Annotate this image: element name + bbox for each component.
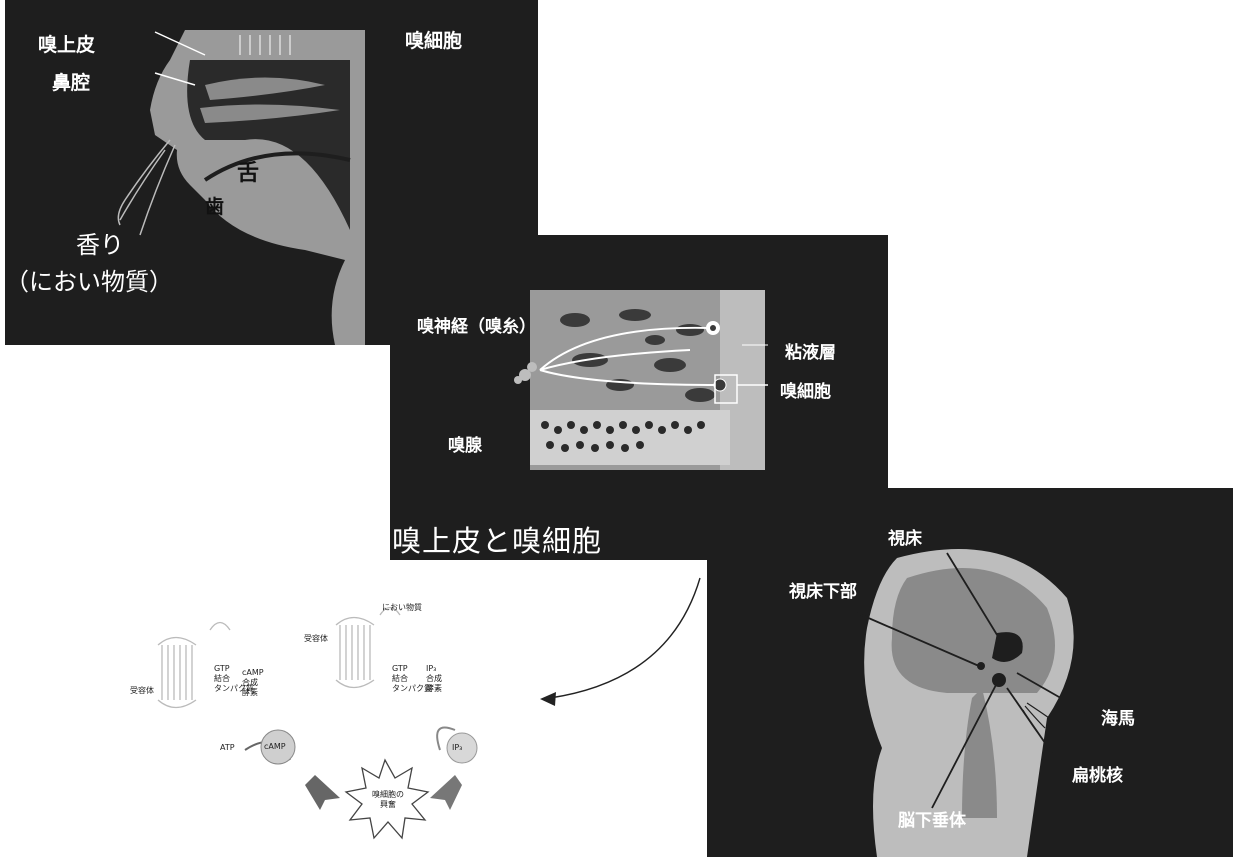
label-olfactory-cell-2: 嗅細胞 <box>780 382 831 402</box>
epithelium-illustration <box>514 290 768 470</box>
label-signal-camp: cAMP <box>264 742 286 751</box>
label-olfactory-nerve: 嗅神経（嗅糸） <box>417 317 536 337</box>
brain-panel: 視床 視床下部 海馬 扁桃核 脳下垂体 <box>707 488 1233 857</box>
nasal-cavity-panel: 嗅上皮 鼻腔 嗅細胞 舌 歯 香り （におい物質） <box>5 0 538 345</box>
label-thalamus: 視床 <box>888 529 922 549</box>
label-olfactory-cell: 嗅細胞 <box>405 30 463 52</box>
label-amygdala: 扁桃核 <box>1072 766 1123 786</box>
label-signal-gtp-left: GTP 結合 タンパク質 <box>214 664 254 693</box>
label-signal-ip3: IP₃ <box>452 743 463 752</box>
label-mucus-layer: 粘液層 <box>785 343 836 363</box>
signal-transduction-illustration <box>157 606 478 840</box>
label-signal-gtp-right: GTP 結合 タンパク質 <box>392 664 432 693</box>
signal-transduction-panel: におい物質 受容体 受容体 GTP 結合 タンパク質 cAMP 合成 酵素 GT… <box>130 600 485 850</box>
label-tongue: 舌 <box>237 161 260 186</box>
label-aroma: 香り <box>76 231 124 259</box>
label-signal-receptor-left: 受容体 <box>130 686 154 695</box>
label-odor-substance: （におい物質） <box>5 268 173 296</box>
label-signal-receptor-top: 受容体 <box>304 634 328 643</box>
label-signal-ip3-synth: IP₃ 合成 酵素 <box>426 664 442 693</box>
label-signal-excitation: 嗅細胞の 興奮 <box>372 790 404 809</box>
label-teeth: 歯 <box>205 196 225 218</box>
label-signal-odor: におい物質 <box>382 603 422 612</box>
label-hippocampus: 海馬 <box>1101 709 1135 729</box>
label-olfactory-epithelium: 嗅上皮 <box>38 34 96 56</box>
caption-epithelium: 嗅上皮と嗅細胞 <box>392 524 603 558</box>
brain-illustration <box>856 549 1088 857</box>
label-olfactory-gland: 嗅腺 <box>448 436 482 456</box>
label-signal-camp-synth: cAMP 合成 酵素 <box>242 668 264 697</box>
label-nasal-cavity: 鼻腔 <box>52 72 91 94</box>
label-hypothalamus: 視床下部 <box>789 582 857 602</box>
label-pituitary: 脳下垂体 <box>898 811 966 831</box>
nasal-cavity-illustration <box>117 30 365 345</box>
label-signal-atp: ATP <box>220 743 235 752</box>
